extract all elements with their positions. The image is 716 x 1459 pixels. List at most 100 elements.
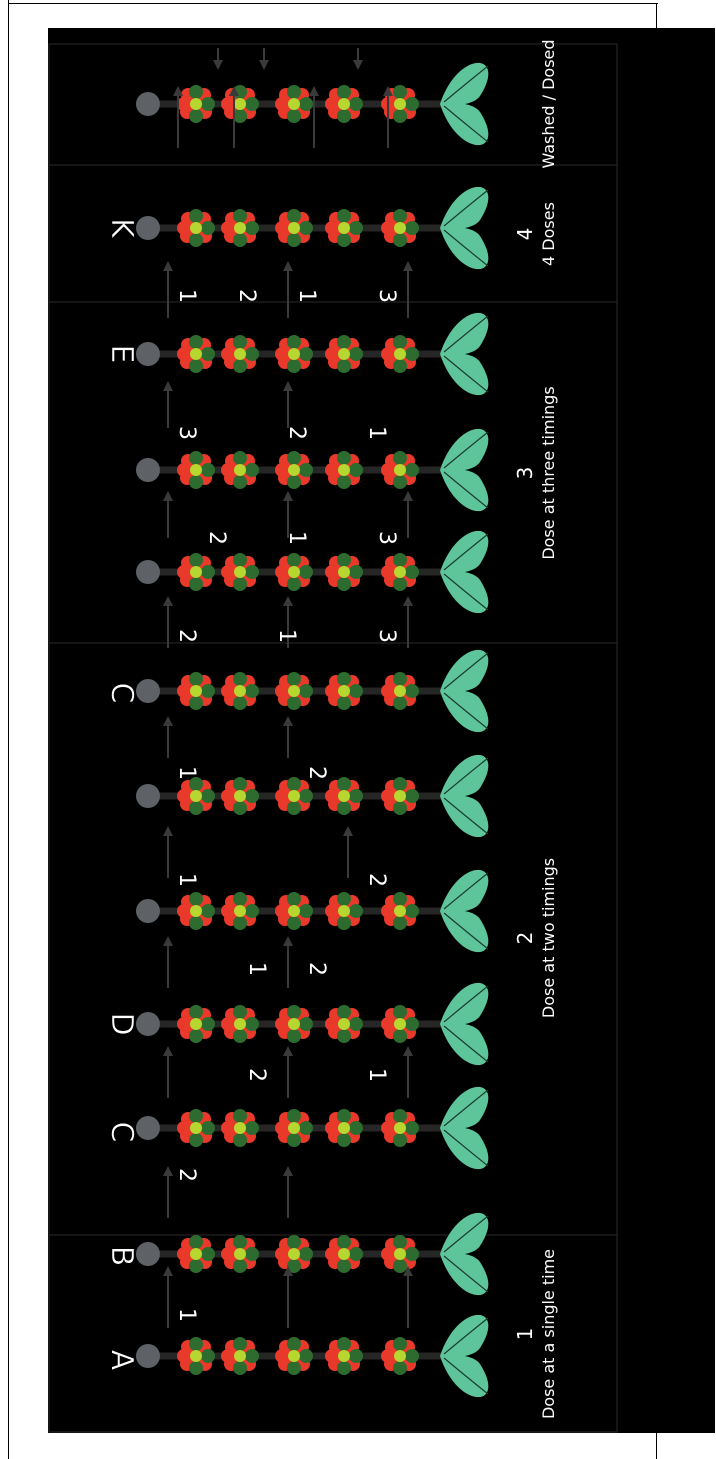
flower [381, 1235, 419, 1273]
flower-petal [299, 904, 313, 918]
flower-petal [349, 1121, 363, 1135]
flower [177, 777, 215, 815]
dose-order-number: 2 [234, 289, 259, 303]
plant-leaf [440, 1086, 489, 1130]
flower-petal [337, 109, 351, 123]
flower-petal [393, 475, 407, 489]
leaf-vein [443, 1255, 489, 1293]
flower-petal [201, 221, 215, 235]
flower-petal [275, 221, 289, 235]
flower-center [288, 905, 300, 917]
flower-petal [275, 684, 289, 698]
dose-order-number: 3 [174, 426, 199, 440]
leaf-vein [443, 872, 489, 910]
flower-petal [349, 684, 363, 698]
flower-center [190, 222, 202, 234]
flower-petal [189, 359, 203, 373]
flower-center [190, 1122, 202, 1134]
flower-center [288, 566, 300, 578]
leaf-vein [443, 229, 489, 267]
plant-letter: D [104, 1012, 139, 1035]
plant-leaf [440, 312, 489, 356]
flower [275, 85, 313, 123]
flower-petal [393, 777, 407, 791]
flower-petal [349, 565, 363, 579]
flower [325, 209, 363, 247]
flower-petal [299, 347, 313, 361]
plant-bud [136, 679, 160, 703]
plant [136, 186, 489, 270]
flower-petal [405, 684, 419, 698]
flower [381, 451, 419, 489]
flower-petal [287, 892, 301, 906]
flower [275, 672, 313, 710]
flower [221, 451, 259, 489]
flower [221, 1235, 259, 1273]
flower [381, 209, 419, 247]
group-caption-text: Dose at three timings [539, 386, 558, 559]
flower-petal [177, 221, 191, 235]
flower [381, 553, 419, 591]
flower-petal [299, 789, 313, 803]
leaf-vein [443, 692, 489, 730]
flower-petal [189, 335, 203, 349]
flower-center [338, 566, 350, 578]
flower-petal [349, 221, 363, 235]
flower-petal [287, 777, 301, 791]
flower-center [394, 790, 406, 802]
flower-petal [325, 1247, 339, 1261]
flower-petal [275, 347, 289, 361]
plant [136, 649, 489, 733]
flower-petal [221, 1121, 235, 1135]
flower-petal [337, 696, 351, 710]
flower-center [288, 685, 300, 697]
leaf-vein [443, 355, 489, 393]
flower-petal [287, 359, 301, 373]
flower [275, 892, 313, 930]
flower-petal [337, 916, 351, 930]
plant [136, 1212, 489, 1296]
dose-order-number: 1 [284, 531, 309, 545]
plant-letter: A [104, 1350, 139, 1371]
flower-petal [337, 672, 351, 686]
flower-petal [337, 1005, 351, 1019]
flower-petal [405, 789, 419, 803]
flower-petal [287, 209, 301, 223]
flower-center [288, 1122, 300, 1134]
flower-petal [177, 1017, 191, 1031]
flower-petal [393, 672, 407, 686]
flower-petal [337, 451, 351, 465]
flower-petal [393, 892, 407, 906]
plant-bud [136, 92, 160, 116]
plant-leaf [440, 754, 489, 798]
flower [325, 1337, 363, 1375]
dose-order-number: 1 [244, 962, 269, 976]
dose-order-number: 3 [374, 531, 399, 545]
diagram-border [48, 43, 618, 1433]
flower-petal [287, 577, 301, 591]
dose-order-number: 2 [284, 426, 309, 440]
flower-petal [287, 916, 301, 930]
flower-petal [405, 347, 419, 361]
flower-petal [189, 1361, 203, 1375]
flower [275, 335, 313, 373]
flower-petal [221, 463, 235, 477]
flower-petal [287, 233, 301, 247]
plant [136, 312, 489, 396]
flower-petal [201, 789, 215, 803]
flower-petal [299, 463, 313, 477]
flower-petal [337, 359, 351, 373]
flower [325, 777, 363, 815]
flower-petal [405, 97, 419, 111]
flower-petal [177, 97, 191, 111]
flower-petal [337, 1133, 351, 1147]
flower-petal [233, 801, 247, 815]
flower-petal [393, 335, 407, 349]
dose-order-number: 3 [374, 289, 399, 303]
flower-petal [349, 904, 363, 918]
flower-center [338, 222, 350, 234]
flower [221, 1005, 259, 1043]
flower-petal [245, 221, 259, 235]
flower-petal [233, 335, 247, 349]
flower-petal [245, 904, 259, 918]
